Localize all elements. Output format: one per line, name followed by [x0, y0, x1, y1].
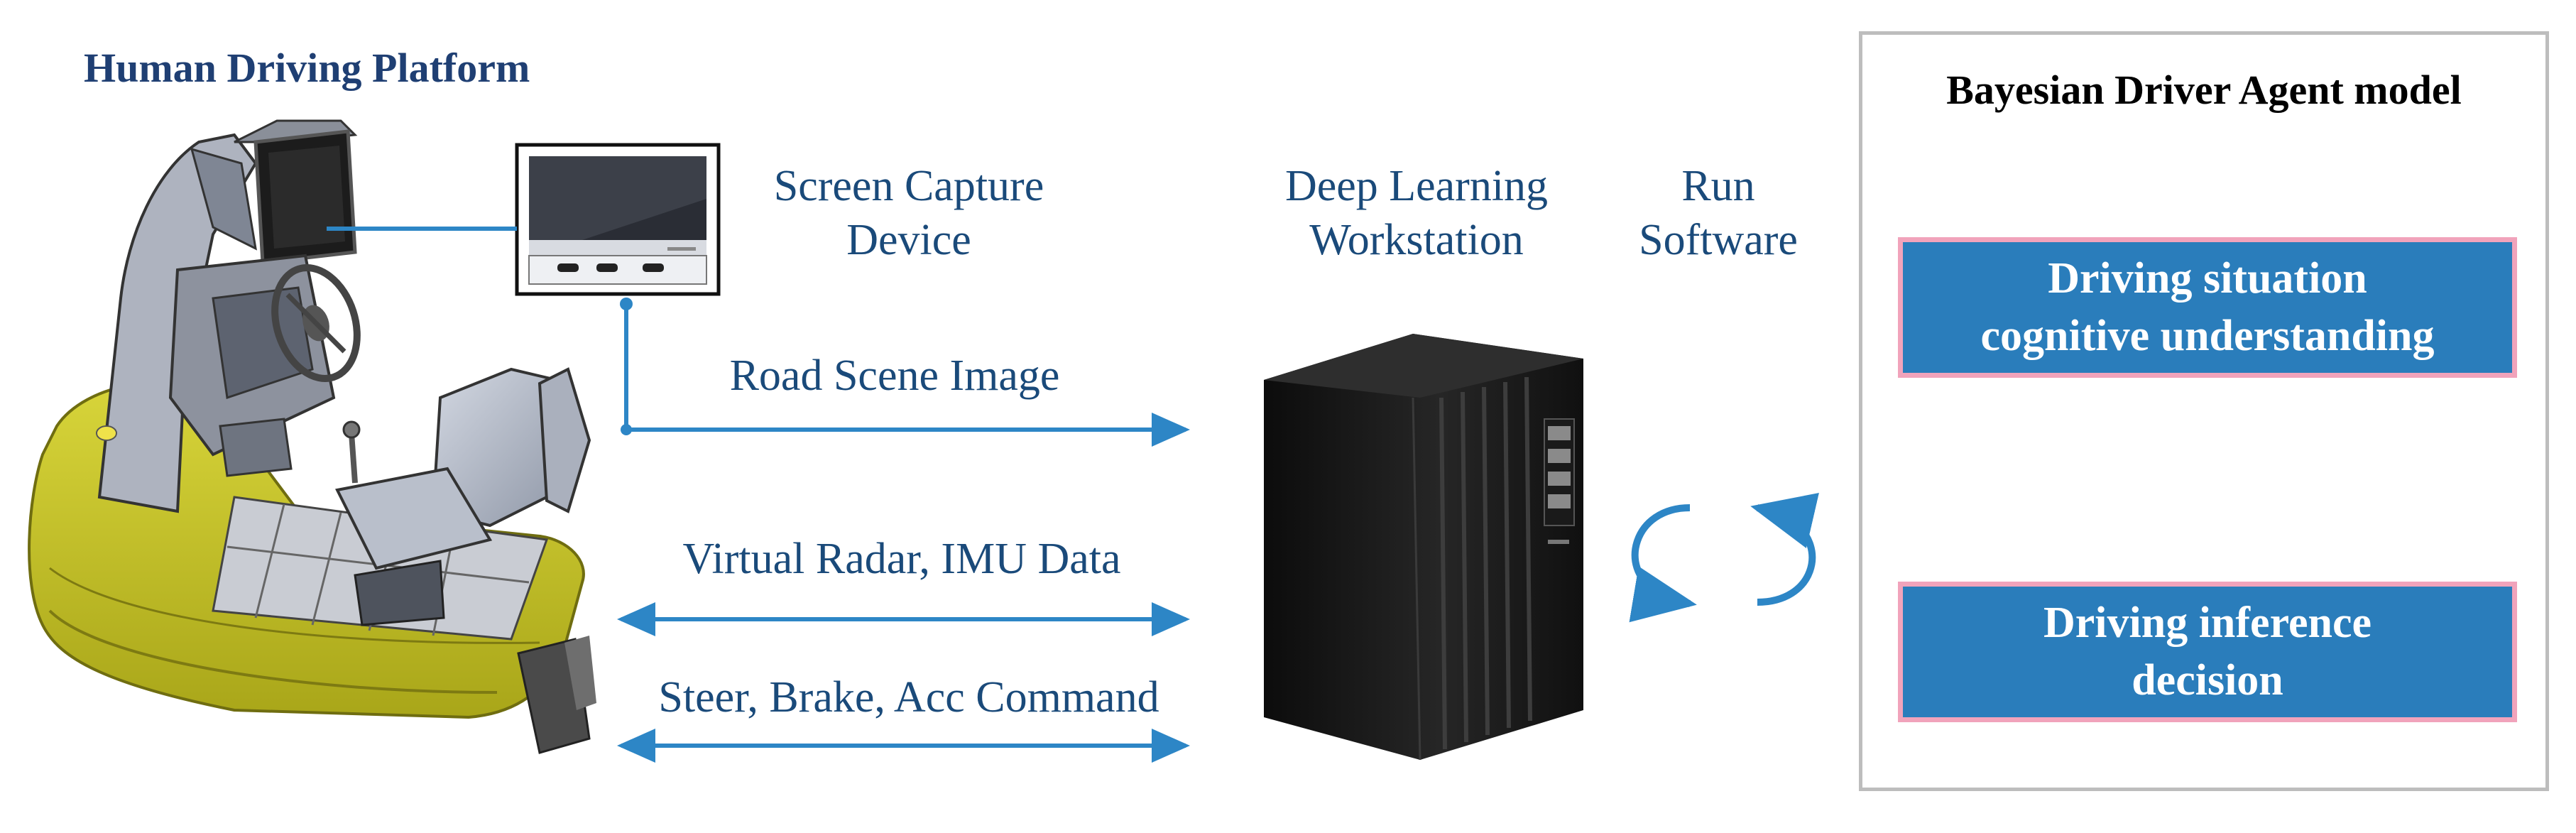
model-panel-title: Bayesian Driver Agent model	[1946, 67, 2462, 113]
workstation-illustration	[1264, 334, 1583, 761]
command-label: Steer, Brake, Acc Command	[658, 673, 1159, 722]
workstation-label-line1: Deep Learning	[1284, 162, 1549, 210]
inference-box-line2: decision	[2132, 656, 2283, 704]
software-label: Run Software	[1612, 160, 1825, 267]
run-arrow-right	[1750, 493, 1819, 606]
cognitive-box-line1: Driving situation	[2048, 254, 2367, 303]
cognitive-box-line2: cognitive understanding	[1980, 312, 2435, 360]
radar-imu-label: Virtual Radar, IMU Data	[682, 535, 1121, 583]
run-arrow-left	[1629, 504, 1697, 623]
inference-decision-box: Driving inference decision	[1898, 582, 2517, 722]
capture-device-illustration	[515, 143, 721, 296]
capture-device-label: Screen Capture Device	[738, 160, 1079, 267]
capture-device-label-line1: Screen Capture	[773, 162, 1044, 210]
driving-simulator-illustration	[28, 119, 596, 754]
cognitive-understanding-box: Driving situation cognitive understandin…	[1898, 237, 2517, 378]
inference-box-line1: Driving inference	[2043, 599, 2372, 648]
software-label-line1: Run	[1681, 162, 1755, 210]
capture-device-label-line2: Device	[846, 215, 971, 264]
workstation-label: Deep Learning Workstation	[1257, 160, 1576, 267]
model-panel: Bayesian Driver Agent model Driving situ…	[1859, 31, 2549, 791]
platform-title: Human Driving Platform	[84, 45, 530, 91]
road-scene-label: Road Scene Image	[729, 352, 1060, 400]
workstation-label-line2: Workstation	[1309, 215, 1524, 264]
software-label-line2: Software	[1639, 215, 1798, 264]
